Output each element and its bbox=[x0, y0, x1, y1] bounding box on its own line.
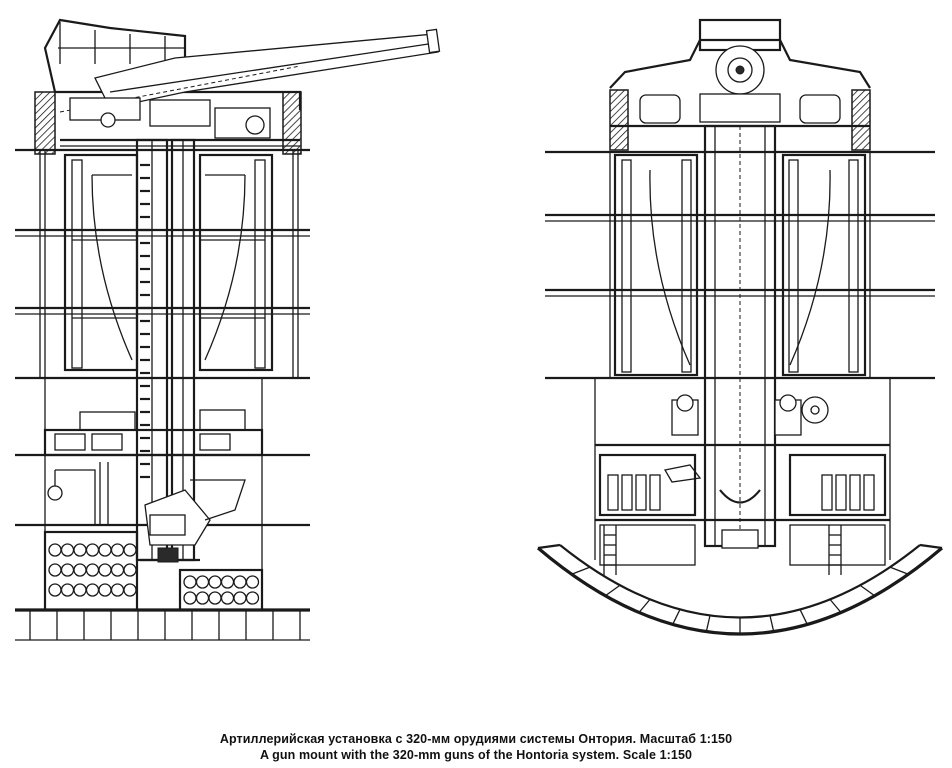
ring-divider bbox=[604, 584, 621, 597]
hoist-rungs bbox=[140, 163, 150, 479]
caption-russian: Артиллерийская установка с 320-мм орудия… bbox=[219, 732, 733, 746]
shell bbox=[98, 543, 112, 557]
shell bbox=[110, 543, 125, 557]
ring-divider bbox=[571, 566, 591, 575]
shell bbox=[85, 543, 100, 557]
shell bbox=[60, 583, 75, 597]
barbette-armor-left bbox=[34, 91, 56, 155]
ring-divider bbox=[889, 566, 909, 575]
training-gear-transverse bbox=[663, 394, 829, 483]
support-column-right-transverse bbox=[781, 153, 867, 377]
shell bbox=[98, 563, 112, 577]
shell-magazine-left bbox=[43, 530, 264, 612]
shell bbox=[208, 591, 222, 605]
support-column-right bbox=[198, 153, 274, 372]
base-ring-cells bbox=[571, 566, 909, 634]
shell bbox=[48, 543, 62, 557]
ring-divider bbox=[859, 584, 876, 597]
shell bbox=[123, 563, 137, 577]
gun-carriage bbox=[60, 97, 300, 147]
shell bbox=[60, 543, 75, 557]
caption-english: A gun mount with the 320-mm guns of the … bbox=[259, 748, 693, 762]
shell bbox=[85, 563, 100, 577]
ring-divider bbox=[829, 598, 842, 613]
shell bbox=[245, 591, 260, 605]
shell bbox=[73, 583, 87, 597]
lower-rack-right bbox=[788, 453, 887, 566]
shell bbox=[233, 591, 247, 605]
shell bbox=[183, 575, 197, 589]
ring-divider bbox=[769, 615, 775, 632]
ring-divider bbox=[799, 609, 808, 625]
longitudinal-section-view bbox=[15, 18, 441, 641]
gun-barrel bbox=[59, 28, 441, 113]
shell bbox=[110, 583, 125, 597]
shell bbox=[110, 563, 125, 577]
support-column-left-transverse bbox=[613, 153, 699, 377]
shell bbox=[195, 591, 210, 605]
shell bbox=[73, 543, 87, 557]
barbette-armor-left-transverse bbox=[609, 89, 629, 151]
shell-stack-left bbox=[48, 543, 260, 605]
shell bbox=[245, 575, 260, 589]
handling-room-left bbox=[43, 409, 264, 525]
keel-frames-left bbox=[29, 610, 301, 640]
shell bbox=[220, 575, 235, 589]
ladder-left bbox=[603, 525, 617, 575]
shell bbox=[233, 575, 247, 589]
shell bbox=[48, 583, 62, 597]
shell bbox=[195, 575, 210, 589]
ring-divider bbox=[638, 598, 651, 613]
shell bbox=[208, 575, 222, 589]
barbette-armor-right-transverse bbox=[851, 89, 871, 151]
shell bbox=[220, 591, 235, 605]
shell bbox=[123, 543, 137, 557]
turret-roof bbox=[609, 18, 871, 128]
ladder-right bbox=[828, 525, 842, 575]
shell bbox=[183, 591, 197, 605]
transverse-section-view bbox=[536, 18, 944, 636]
support-column-left bbox=[63, 153, 139, 372]
ring-divider bbox=[672, 609, 681, 625]
shell bbox=[73, 563, 87, 577]
hoist-lower-mechanism bbox=[140, 479, 246, 563]
barbette-armor-right bbox=[282, 91, 302, 155]
shell bbox=[48, 563, 62, 577]
shell bbox=[85, 583, 100, 597]
gun-mount-drawing bbox=[15, 18, 944, 641]
lower-rack-left bbox=[598, 453, 697, 566]
central-trunk-transverse bbox=[703, 124, 777, 549]
ring-divider bbox=[705, 615, 711, 632]
shell bbox=[123, 583, 137, 597]
shell bbox=[98, 583, 112, 597]
shell bbox=[60, 563, 75, 577]
